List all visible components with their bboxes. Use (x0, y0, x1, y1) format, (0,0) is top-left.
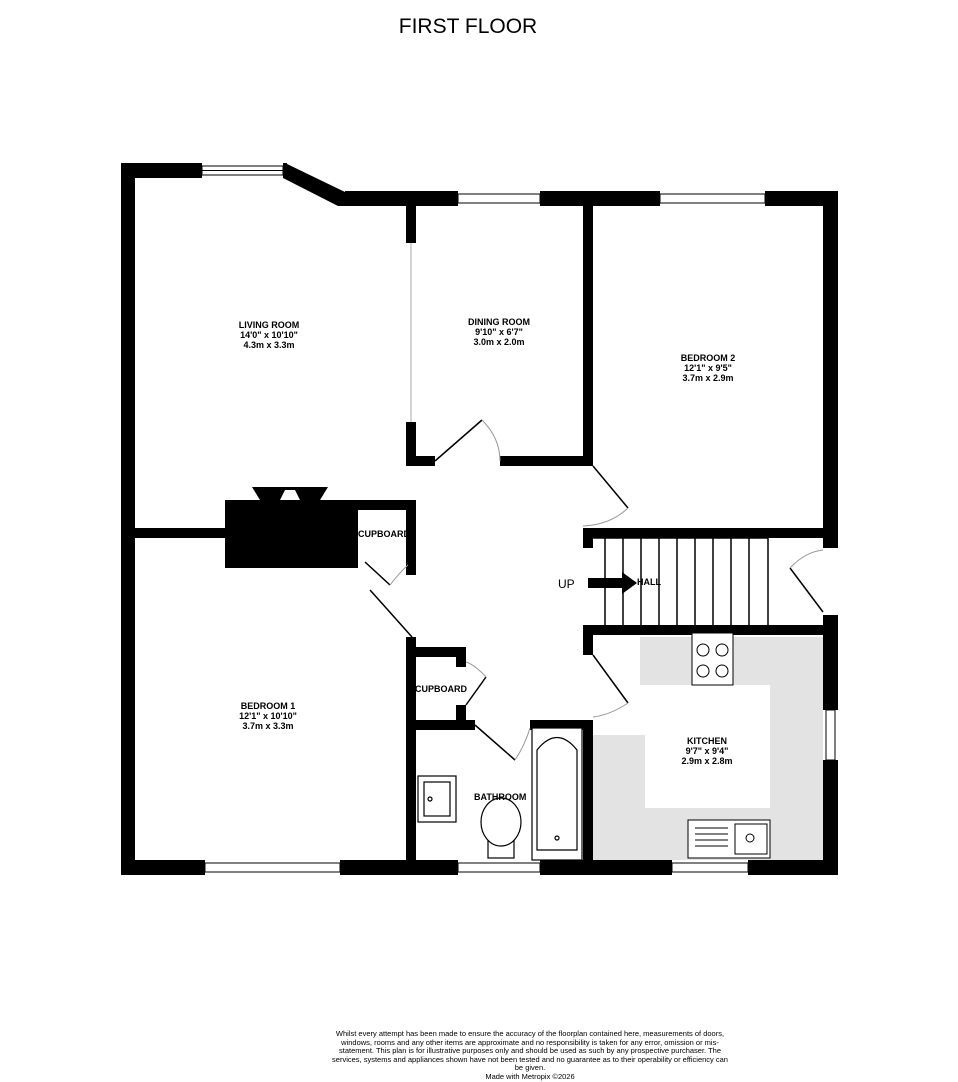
room-label-cupboard: CUPBOARD (415, 684, 468, 694)
room-label-hall: HALL (637, 577, 661, 587)
room-label-bedroom1: BEDROOM 1 12'1" x 10'10" 3.7m x 3.3m (239, 701, 297, 731)
room-size-metric: 2.9m x 2.8m (681, 756, 733, 766)
room-label-bathroom: BATHROOM (474, 792, 527, 802)
room-label-cupboard: CUPBOARD (358, 529, 411, 539)
walls (121, 163, 838, 875)
room-size-metric: 4.3m x 3.3m (243, 340, 295, 350)
room-label-bedroom2: BEDROOM 2 12'1" x 9'5" 3.7m x 2.9m (681, 353, 736, 383)
doors (364, 419, 824, 761)
kitchen-sink-icon (687, 819, 771, 859)
room-label-living: LIVING ROOM 14'0" x 10'10" 4.3m x 3.3m (239, 320, 300, 350)
stairs-arrow-icon (588, 572, 637, 594)
stairs-up-label: UP (558, 577, 575, 591)
room-label-kitchen: KITCHEN 9'7" x 9'4" 2.9m x 2.8m (681, 736, 732, 766)
floor-title: FIRST FLOOR (398, 15, 538, 38)
room-size-imperial: 9'7" x 9'4" (685, 746, 729, 756)
room-name: BEDROOM 1 (240, 701, 296, 711)
toilet-icon (480, 797, 522, 859)
disclaimer: Whilst every attempt has been made to en… (330, 1029, 730, 1082)
room-label-dining: DINING ROOM 9'10" x 6'7" 3.0m x 2.0m (468, 317, 530, 347)
bath-icon (531, 727, 583, 861)
room-size-imperial: 12'1" x 10'10" (239, 711, 297, 721)
hob-icon (691, 632, 734, 686)
room-size-imperial: 14'0" x 10'10" (240, 330, 298, 340)
room-size-metric: 3.7m x 3.3m (242, 721, 294, 731)
room-name: LIVING ROOM (238, 320, 300, 330)
credit-text: Made with Metropix ©2026 (485, 1071, 575, 1081)
room-size-metric: 3.0m x 2.0m (473, 337, 525, 347)
room-size-metric: 3.7m x 2.9m (682, 373, 734, 383)
windows (201, 165, 836, 873)
room-name: DINING ROOM (468, 317, 530, 327)
basin-icon (417, 775, 457, 823)
room-name: BEDROOM 2 (680, 353, 736, 363)
room-size-imperial: 12'1" x 9'5" (684, 363, 732, 373)
disclaimer-text: Whilst every attempt has been made to en… (332, 1029, 728, 1073)
stairs (588, 537, 769, 625)
room-name: KITCHEN (686, 736, 727, 746)
room-size-imperial: 9'10" x 6'7" (475, 327, 523, 337)
